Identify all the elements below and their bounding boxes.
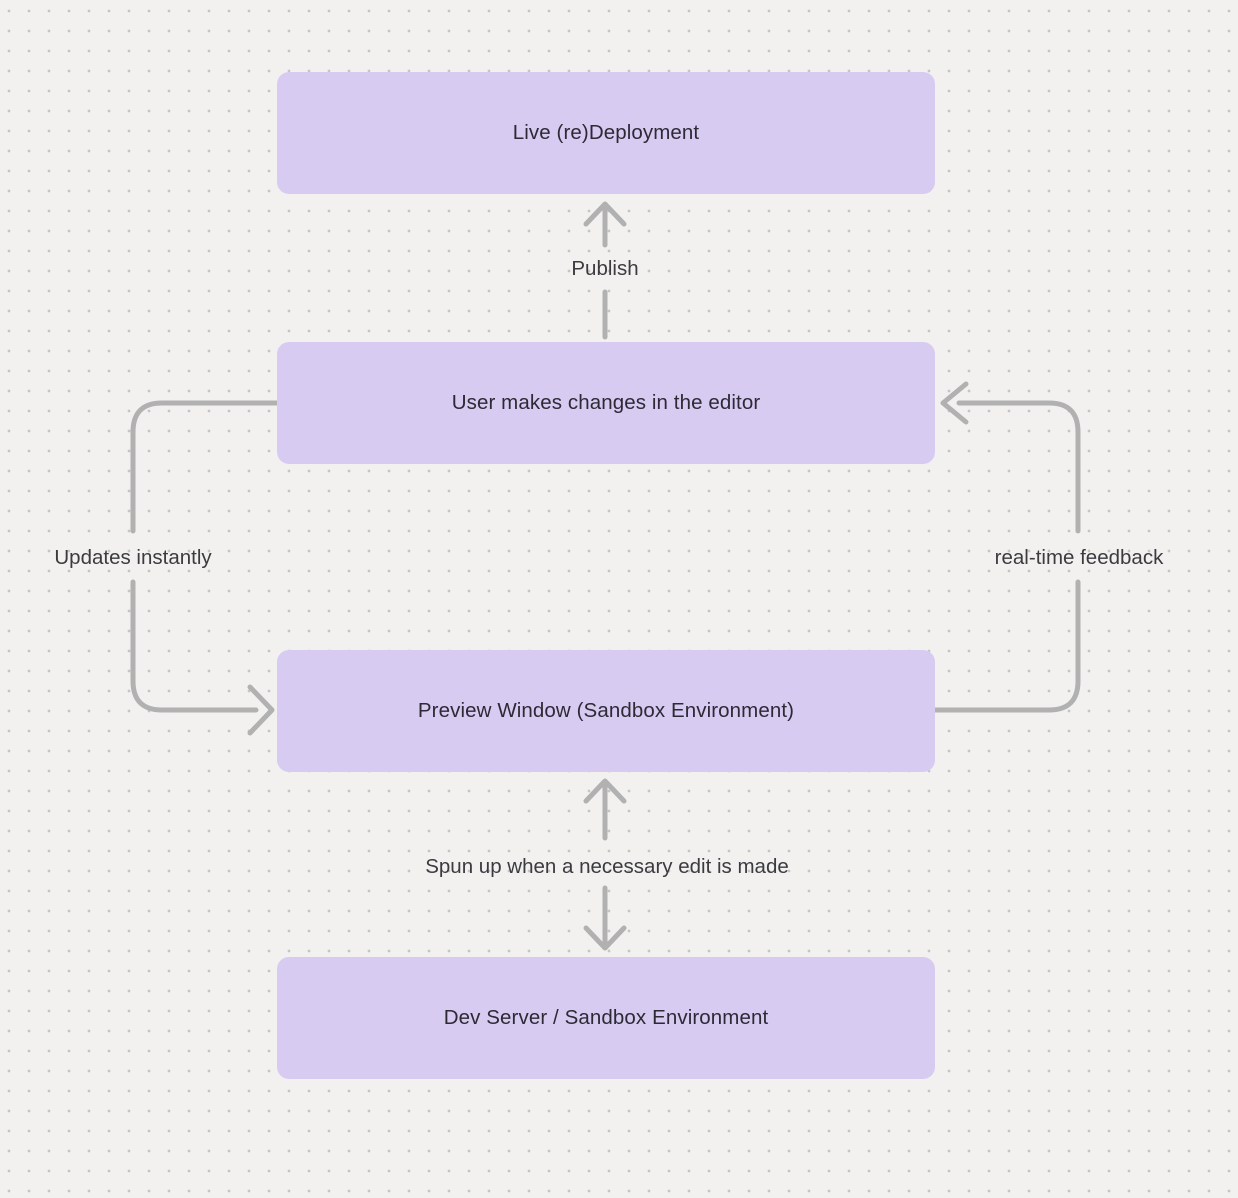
node-preview-window: Preview Window (Sandbox Environment) [277,650,935,772]
node-label: Live (re)Deployment [512,121,700,144]
node-dev-server: Dev Server / Sandbox Environment [277,957,935,1079]
node-user-editor: User makes changes in the editor [277,342,935,464]
node-label: Preview Window (Sandbox Environment) [417,699,795,722]
node-label: User makes changes in the editor [451,391,761,414]
node-live-redeployment: Live (re)Deployment [277,72,935,194]
arrowhead-down-icon [583,925,627,951]
edge-label-publish: Publish [571,257,639,280]
arrowhead-up-icon [583,778,627,804]
edge-label-spun-up: Spun up when a necessary edit is made [425,855,789,878]
arrowhead-left-icon [940,381,969,425]
edge-label-real-time-feedback: real-time feedback [994,546,1164,569]
arrowhead-right-icon [247,684,275,736]
node-label: Dev Server / Sandbox Environment [443,1006,769,1029]
edge-label-updates-instantly: Updates instantly [54,546,212,569]
arrowhead-up-icon [583,201,627,227]
